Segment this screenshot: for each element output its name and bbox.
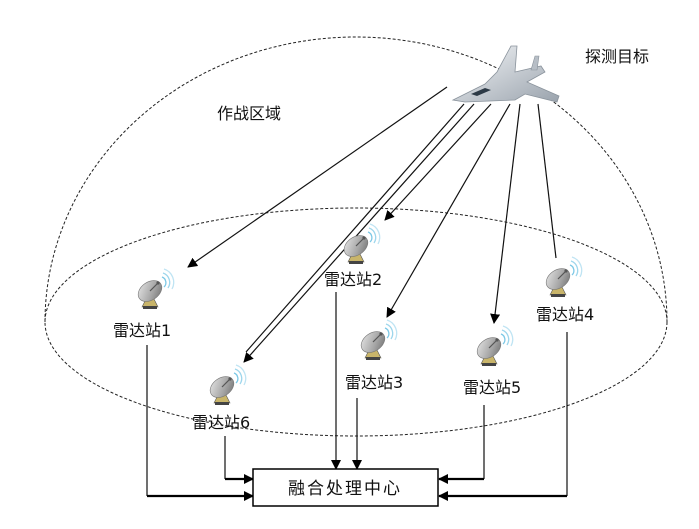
radar-dish-icon	[541, 256, 583, 298]
station-2-label: 雷达站2	[324, 270, 382, 289]
beam-extra	[245, 103, 465, 353]
station-6: 雷达站6	[192, 364, 250, 432]
station-5-label: 雷达站5	[463, 378, 521, 397]
station-6-label: 雷达站6	[192, 413, 250, 432]
station-2: 雷达站2	[324, 223, 382, 289]
beam-to-station5	[490, 103, 521, 324]
radar-dish-icon	[472, 325, 514, 367]
operation-area-dome	[44, 36, 668, 323]
radar-dish-icon	[356, 319, 398, 361]
radar-dish-icon	[339, 223, 381, 265]
station-4-label: 雷达站4	[536, 305, 594, 324]
station-1: 雷达站1	[113, 268, 175, 340]
radar-dish-icon	[205, 364, 247, 406]
operation-area-ellipse	[44, 207, 668, 437]
station-4: 雷达站4	[536, 256, 594, 324]
beam-to-station1	[187, 86, 448, 268]
beam-to-station6	[243, 103, 475, 363]
fighter-jet-icon	[451, 45, 560, 103]
fusion-center-box	[252, 468, 439, 507]
fusion-center-label: 融合处理中心	[288, 479, 402, 499]
area-label: 作战区域	[217, 104, 281, 123]
station-1-label: 雷达站1	[113, 321, 171, 340]
radar-dish-icon	[133, 268, 175, 310]
station-3-label: 雷达站3	[345, 373, 403, 392]
beam-to-station2	[384, 103, 492, 221]
beam-to-station3	[386, 103, 511, 318]
beam-to-station4	[537, 103, 557, 259]
station-3: 雷达站3	[345, 319, 403, 392]
target-label: 探测目标	[585, 47, 649, 66]
station-5: 雷达站5	[463, 325, 521, 397]
